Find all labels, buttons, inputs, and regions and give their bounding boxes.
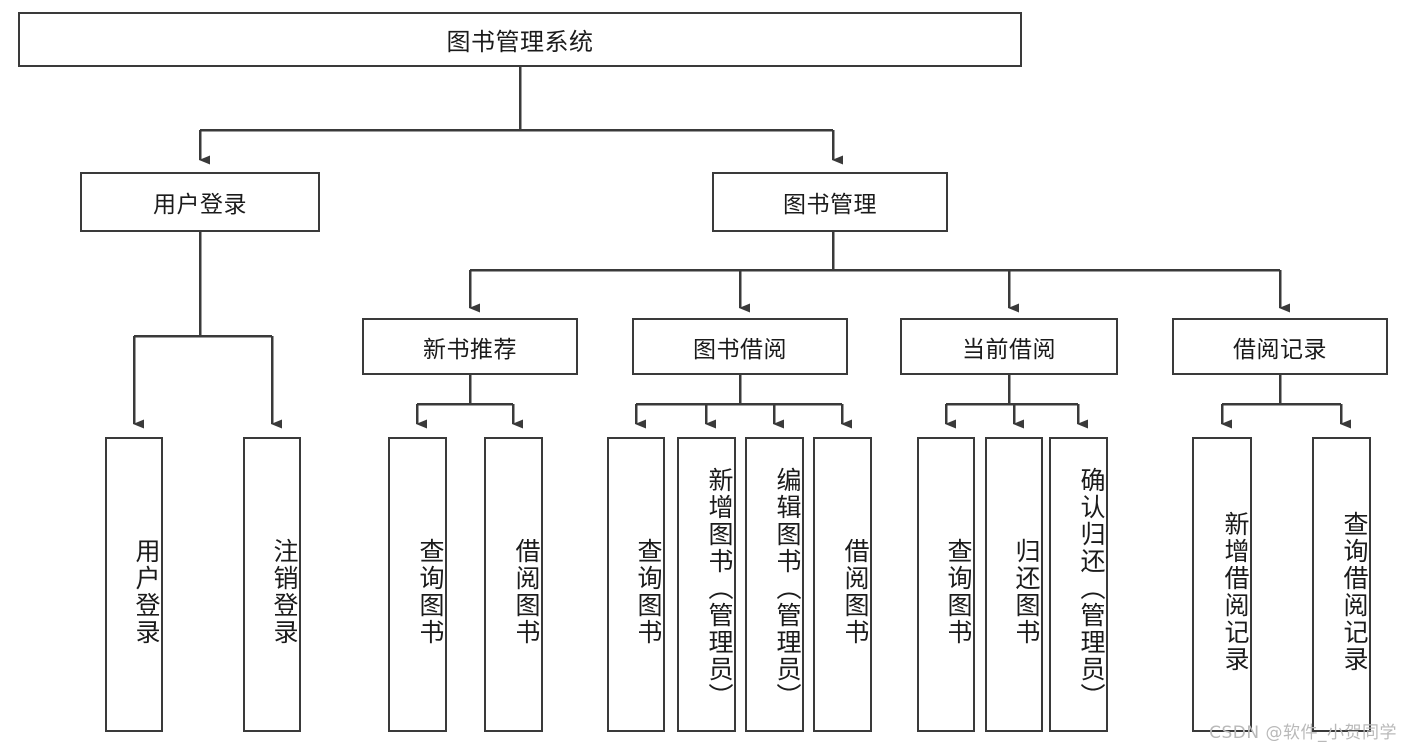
node-leaf-query-book-2[interactable]: 查询图书 bbox=[607, 437, 665, 732]
node-leaf-return-book[interactable]: 归还图书 bbox=[985, 437, 1043, 732]
node-leaf-add-book[interactable]: 新增图书（管理员） bbox=[677, 437, 736, 732]
node-new-book-recommend[interactable]: 新书推荐 bbox=[362, 318, 578, 375]
node-user-login[interactable]: 用户登录 bbox=[80, 172, 320, 232]
node-leaf-query-book-3[interactable]: 查询图书 bbox=[917, 437, 975, 732]
node-borrow-record[interactable]: 借阅记录 bbox=[1172, 318, 1388, 375]
node-book-borrow[interactable]: 图书借阅 bbox=[632, 318, 848, 375]
node-leaf-user-login[interactable]: 用户登录 bbox=[105, 437, 163, 732]
node-leaf-confirm-return[interactable]: 确认归还（管理员） bbox=[1049, 437, 1108, 732]
node-leaf-edit-book[interactable]: 编辑图书（管理员） bbox=[745, 437, 804, 732]
node-leaf-borrow-book-2[interactable]: 借阅图书 bbox=[813, 437, 872, 732]
node-leaf-add-record[interactable]: 新增借阅记录 bbox=[1192, 437, 1252, 732]
node-current-borrow[interactable]: 当前借阅 bbox=[900, 318, 1118, 375]
node-leaf-query-record[interactable]: 查询借阅记录 bbox=[1312, 437, 1371, 732]
node-root[interactable]: 图书管理系统 bbox=[18, 12, 1022, 67]
node-leaf-logout-login[interactable]: 注销登录 bbox=[243, 437, 301, 732]
node-leaf-borrow-book-1[interactable]: 借阅图书 bbox=[484, 437, 543, 732]
watermark: CSDN @软件_小贺同学 bbox=[1209, 723, 1397, 743]
node-leaf-query-book-1[interactable]: 查询图书 bbox=[388, 437, 447, 732]
node-book-management[interactable]: 图书管理 bbox=[712, 172, 948, 232]
